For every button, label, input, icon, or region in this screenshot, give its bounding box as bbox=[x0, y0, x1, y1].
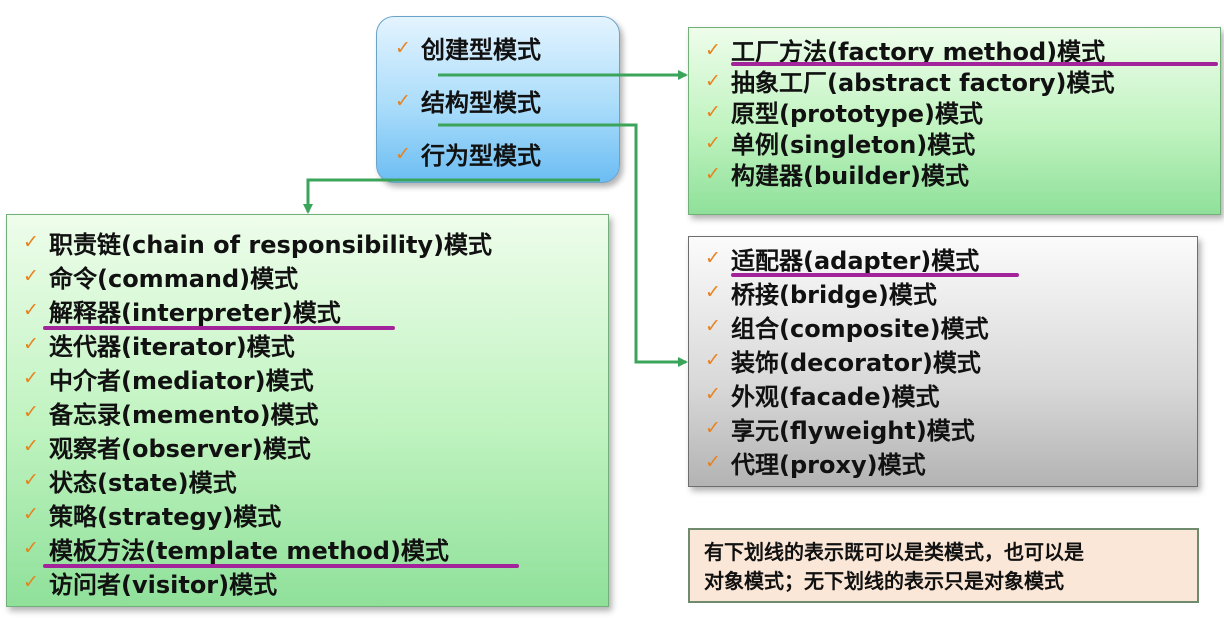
pattern-label: 备忘录(memento)模式 bbox=[49, 400, 319, 429]
arrow-to-structural bbox=[438, 123, 688, 367]
check-icon: ✓ bbox=[705, 315, 721, 337]
check-icon: ✓ bbox=[705, 383, 721, 405]
pattern-label: 装饰(decorator)模式 bbox=[731, 348, 981, 377]
creational-patterns-box: ✓ 工厂方法(factory method)模式 ✓ 抽象工厂(abstract… bbox=[688, 27, 1221, 215]
pattern-item: ✓ 工厂方法(factory method)模式 bbox=[705, 34, 1218, 66]
check-icon: ✓ bbox=[705, 281, 721, 303]
category-structural: ✓ 结构型模式 bbox=[395, 74, 601, 127]
pattern-item: ✓ 中介者(mediator)模式 bbox=[23, 361, 592, 395]
pattern-item: ✓ 桥接(bridge)模式 bbox=[705, 275, 1181, 309]
check-icon: ✓ bbox=[23, 435, 39, 457]
arrow-to-behavioral bbox=[303, 178, 600, 214]
pattern-label: 模板方法(template method)模式 bbox=[49, 536, 449, 565]
pattern-label: 外观(facade)模式 bbox=[731, 382, 940, 411]
check-icon: ✓ bbox=[705, 38, 721, 61]
pattern-item: ✓ 构建器(builder)模式 bbox=[705, 158, 1204, 190]
check-icon: ✓ bbox=[705, 162, 721, 185]
check-icon: ✓ bbox=[23, 265, 39, 287]
pattern-item: ✓ 享元(flyweight)模式 bbox=[705, 411, 1181, 445]
pattern-item: ✓ 访问者(visitor)模式 bbox=[23, 565, 592, 599]
check-icon: ✓ bbox=[23, 401, 39, 423]
check-icon: ✓ bbox=[705, 417, 721, 439]
check-icon: ✓ bbox=[23, 367, 39, 389]
check-icon: ✓ bbox=[23, 231, 39, 253]
legend-note-line: 有下划线的表示既可以是类模式，也可以是 bbox=[704, 540, 1084, 564]
pattern-item: ✓ 装饰(decorator)模式 bbox=[705, 343, 1181, 377]
pattern-item: ✓ 适配器(adapter)模式 bbox=[705, 241, 1181, 277]
pattern-label: 工厂方法(factory method)模式 bbox=[731, 38, 1106, 66]
pattern-label: 组合(composite)模式 bbox=[731, 314, 989, 343]
check-icon: ✓ bbox=[705, 131, 721, 154]
check-icon: ✓ bbox=[705, 100, 721, 123]
pattern-item: ✓ 状态(state)模式 bbox=[23, 463, 592, 497]
pattern-label: 职责链(chain of responsibility)模式 bbox=[49, 230, 493, 259]
pattern-item: ✓ 外观(facade)模式 bbox=[705, 377, 1181, 411]
pattern-label: 解释器(interpreter)模式 bbox=[49, 298, 341, 327]
category-behavioral: ✓ 行为型模式 bbox=[395, 127, 601, 180]
pattern-underline bbox=[731, 62, 1218, 66]
pattern-item: ✓ 策略(strategy)模式 bbox=[23, 497, 592, 531]
check-icon: ✓ bbox=[705, 247, 721, 269]
check-icon: ✓ bbox=[23, 469, 39, 491]
check-icon: ✓ bbox=[395, 89, 411, 112]
pattern-item: ✓ 模板方法(template method)模式 bbox=[23, 531, 592, 568]
pattern-categories-box: ✓ 创建型模式 ✓ 结构型模式 ✓ 行为型模式 bbox=[376, 16, 620, 183]
check-icon: ✓ bbox=[395, 142, 411, 165]
pattern-item: ✓ 单例(singleton)模式 bbox=[705, 127, 1204, 159]
legend-note-box: 有下划线的表示既可以是类模式，也可以是 对象模式；无下划线的表示只是对象模式 bbox=[688, 528, 1199, 603]
pattern-label: 抽象工厂(abstract factory)模式 bbox=[731, 69, 1115, 97]
pattern-label: 适配器(adapter)模式 bbox=[731, 246, 980, 275]
pattern-label: 观察者(observer)模式 bbox=[49, 434, 311, 463]
pattern-underline bbox=[731, 273, 1019, 277]
pattern-underline bbox=[43, 326, 395, 330]
pattern-item: ✓ 命令(command)模式 bbox=[23, 259, 592, 293]
category-label: 创建型模式 bbox=[421, 36, 541, 64]
pattern-label: 策略(strategy)模式 bbox=[49, 502, 282, 531]
legend-note-line: 对象模式；无下划线的表示只是对象模式 bbox=[704, 569, 1064, 593]
pattern-label: 迭代器(iterator)模式 bbox=[49, 332, 295, 361]
check-icon: ✓ bbox=[23, 299, 39, 321]
pattern-item: ✓ 备忘录(memento)模式 bbox=[23, 395, 592, 429]
category-label: 结构型模式 bbox=[421, 89, 541, 117]
category-label: 行为型模式 bbox=[421, 142, 541, 170]
check-icon: ✓ bbox=[705, 451, 721, 473]
pattern-label: 原型(prototype)模式 bbox=[731, 100, 983, 128]
category-creational: ✓ 创建型模式 bbox=[395, 21, 601, 74]
pattern-label: 中介者(mediator)模式 bbox=[49, 366, 314, 395]
check-icon: ✓ bbox=[705, 349, 721, 371]
pattern-label: 单例(singleton)模式 bbox=[731, 131, 976, 159]
behavioral-patterns-box: ✓ 职责链(chain of responsibility)模式 ✓ 命令(co… bbox=[6, 214, 609, 607]
pattern-underline bbox=[43, 564, 519, 568]
pattern-label: 享元(flyweight)模式 bbox=[731, 416, 975, 445]
check-icon: ✓ bbox=[705, 69, 721, 92]
pattern-item: ✓ 迭代器(iterator)模式 bbox=[23, 327, 592, 361]
pattern-item: ✓ 职责链(chain of responsibility)模式 bbox=[23, 225, 592, 259]
pattern-label: 访问者(visitor)模式 bbox=[49, 570, 278, 599]
pattern-label: 代理(proxy)模式 bbox=[731, 450, 926, 479]
pattern-item: ✓ 组合(composite)模式 bbox=[705, 309, 1181, 343]
check-icon: ✓ bbox=[23, 571, 39, 593]
pattern-item: ✓ 原型(prototype)模式 bbox=[705, 96, 1204, 128]
structural-patterns-box: ✓ 适配器(adapter)模式 ✓ 桥接(bridge)模式 ✓ 组合(com… bbox=[688, 236, 1198, 487]
pattern-label: 构建器(builder)模式 bbox=[731, 162, 969, 190]
pattern-item: ✓ 抽象工厂(abstract factory)模式 bbox=[705, 65, 1204, 97]
pattern-item: ✓ 代理(proxy)模式 bbox=[705, 445, 1181, 479]
check-icon: ✓ bbox=[23, 503, 39, 525]
check-icon: ✓ bbox=[23, 333, 39, 355]
pattern-label: 状态(state)模式 bbox=[49, 468, 237, 497]
pattern-item: ✓ 解释器(interpreter)模式 bbox=[23, 293, 592, 330]
pattern-item: ✓ 观察者(observer)模式 bbox=[23, 429, 592, 463]
check-icon: ✓ bbox=[395, 36, 411, 59]
check-icon: ✓ bbox=[23, 537, 39, 559]
pattern-label: 桥接(bridge)模式 bbox=[731, 280, 937, 309]
pattern-label: 命令(command)模式 bbox=[49, 264, 299, 293]
